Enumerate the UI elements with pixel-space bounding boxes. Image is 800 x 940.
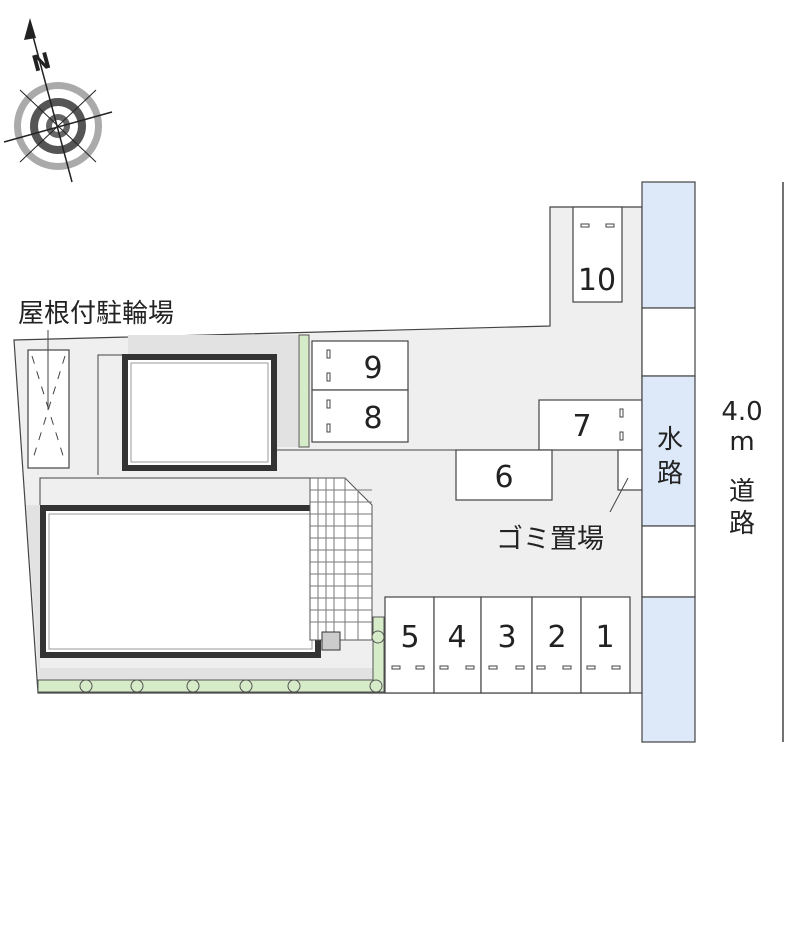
road-label-unit: m: [729, 427, 754, 457]
parking-space-2: [531, 596, 582, 694]
bicycle-parking: [27, 330, 70, 469]
road-label-1: 道: [729, 477, 755, 507]
parking-number-6: 6: [494, 460, 513, 495]
bicycle-parking-label: 屋根付駐輪場: [18, 299, 174, 329]
parking-space-10: [572, 206, 623, 303]
compass-icon: N: [3, 18, 113, 183]
garbage-box: [617, 449, 643, 491]
waterway: [641, 181, 696, 743]
north-label: N: [29, 49, 53, 78]
parking-number-8: 8: [363, 401, 382, 436]
parking-number-3: 3: [497, 620, 516, 655]
road-label-width: 4.0: [721, 397, 762, 427]
parking-number-1: 1: [595, 620, 614, 655]
hedge: [37, 334, 386, 693]
parking-space-8: [311, 389, 409, 443]
waterway-label-1: 水: [657, 425, 683, 455]
wheel-stops: [326, 223, 624, 670]
parking-number-7: 7: [572, 409, 591, 444]
road-label-2: 路: [729, 509, 755, 539]
parking-area: [311, 206, 643, 694]
parking-number-10: 10: [578, 263, 616, 298]
planting-area: [26, 505, 380, 690]
parking-space-7: [538, 399, 643, 451]
waterway-label-2: 路: [657, 459, 683, 489]
parking-number-5: 5: [400, 620, 419, 655]
building-annex: [122, 354, 277, 471]
walkway-outline: [97, 354, 123, 475]
parking-number-9: 9: [363, 351, 382, 386]
garbage-area-label: ゴミ置場: [496, 524, 604, 555]
garbage-leader-line: [609, 477, 629, 513]
building-main: [40, 505, 321, 658]
parking-space-9: [311, 340, 409, 391]
parking-number-2: 2: [547, 620, 566, 655]
parking-space-4: [433, 596, 482, 694]
walkway-outline: [39, 477, 310, 505]
parking-space-3: [480, 596, 533, 694]
parking-number-4: 4: [447, 620, 466, 655]
stairway: [309, 477, 373, 651]
parking-space-6: [455, 449, 553, 501]
parking-space-1: [580, 596, 631, 694]
